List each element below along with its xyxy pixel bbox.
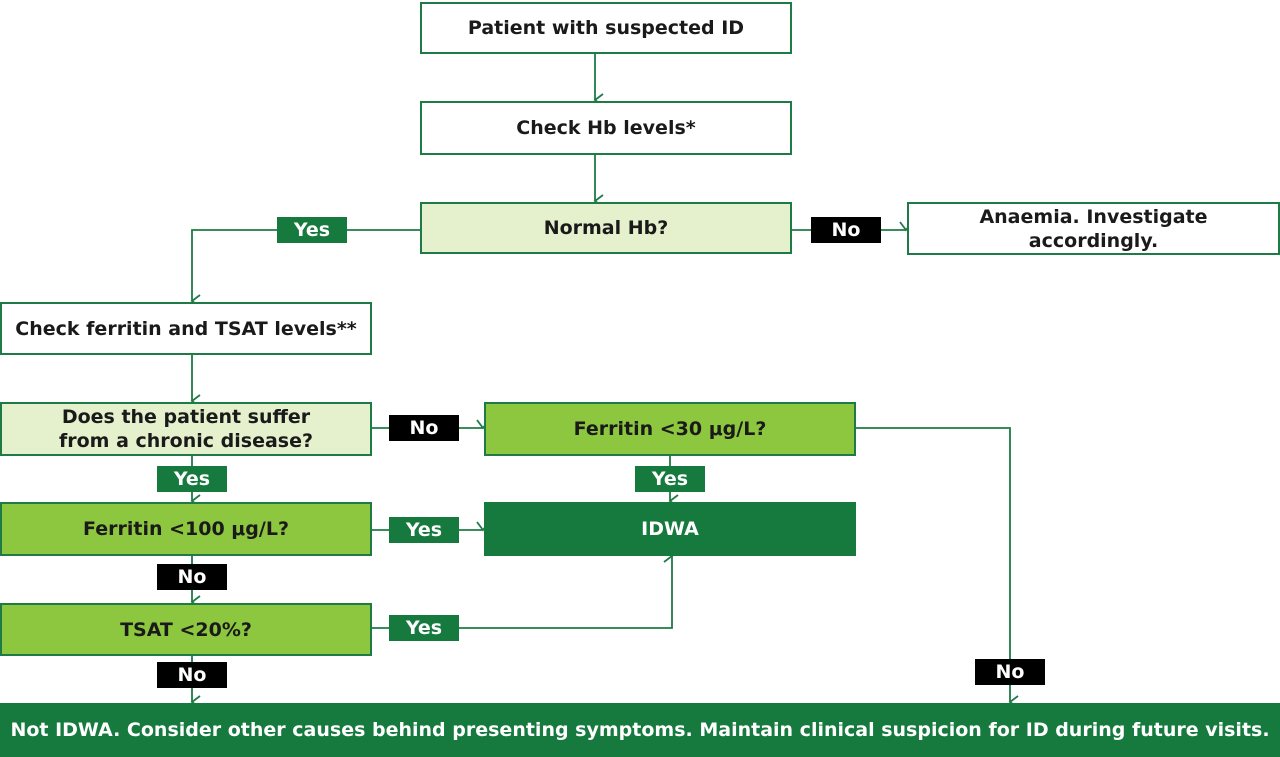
node-label: Patient with suspected ID (467, 17, 745, 39)
no-tag-tsat: No (157, 662, 227, 688)
node-label: IDWA (641, 518, 699, 540)
connector-tsat-yes (372, 549, 674, 629)
node-label: Check Hb levels* (516, 117, 696, 139)
node-label: Does the patient suffer from a chronic d… (58, 406, 313, 452)
yes-tag-tsat: Yes (389, 615, 459, 641)
node-label: Check ferritin and TSAT levels** (15, 317, 357, 340)
connector-ferritin30-no (856, 427, 1019, 709)
node-label: Normal Hb? (543, 217, 669, 239)
no-tag-chronic-disease: No (389, 415, 459, 441)
node-label: TSAT <20%? (120, 618, 252, 641)
node-anaemia: Anaemia. Investigate accordingly. (907, 202, 1280, 255)
node-label: Ferritin <30 μg/L? (573, 418, 767, 440)
yes-tag-ferritin-100: Yes (389, 517, 459, 543)
yes-tag-chronic-disease: Yes (157, 466, 227, 492)
yes-tag-ferritin-30: Yes (635, 466, 705, 492)
node-ferritin-100: Ferritin <100 μg/L? (0, 502, 372, 556)
node-idwa: IDWA (484, 502, 856, 556)
node-not-idwa: Not IDWA. Consider other causes behind p… (0, 703, 1280, 757)
node-chronic-disease: Does the patient suffer from a chronic d… (0, 402, 372, 456)
node-check-ferritin-tsat: Check ferritin and TSAT levels** (0, 302, 372, 355)
node-label: Anaemia. Investigate accordingly. (979, 205, 1208, 252)
node-label: Ferritin <100 μg/L? (83, 518, 289, 540)
node-tsat-20: TSAT <20%? (0, 603, 372, 656)
yes-tag-normal-hb: Yes (277, 217, 347, 243)
no-tag-normal-hb: No (811, 217, 881, 243)
node-check-hb: Check Hb levels* (420, 101, 792, 155)
node-label: Not IDWA. Consider other causes behind p… (10, 719, 1270, 741)
node-ferritin-30: Ferritin <30 μg/L? (484, 402, 856, 456)
node-normal-hb: Normal Hb? (420, 202, 792, 254)
no-tag-ferritin-100: No (157, 564, 227, 590)
node-patient-suspected-id: Patient with suspected ID (420, 2, 792, 54)
no-tag-ferritin-30: No (975, 659, 1045, 685)
